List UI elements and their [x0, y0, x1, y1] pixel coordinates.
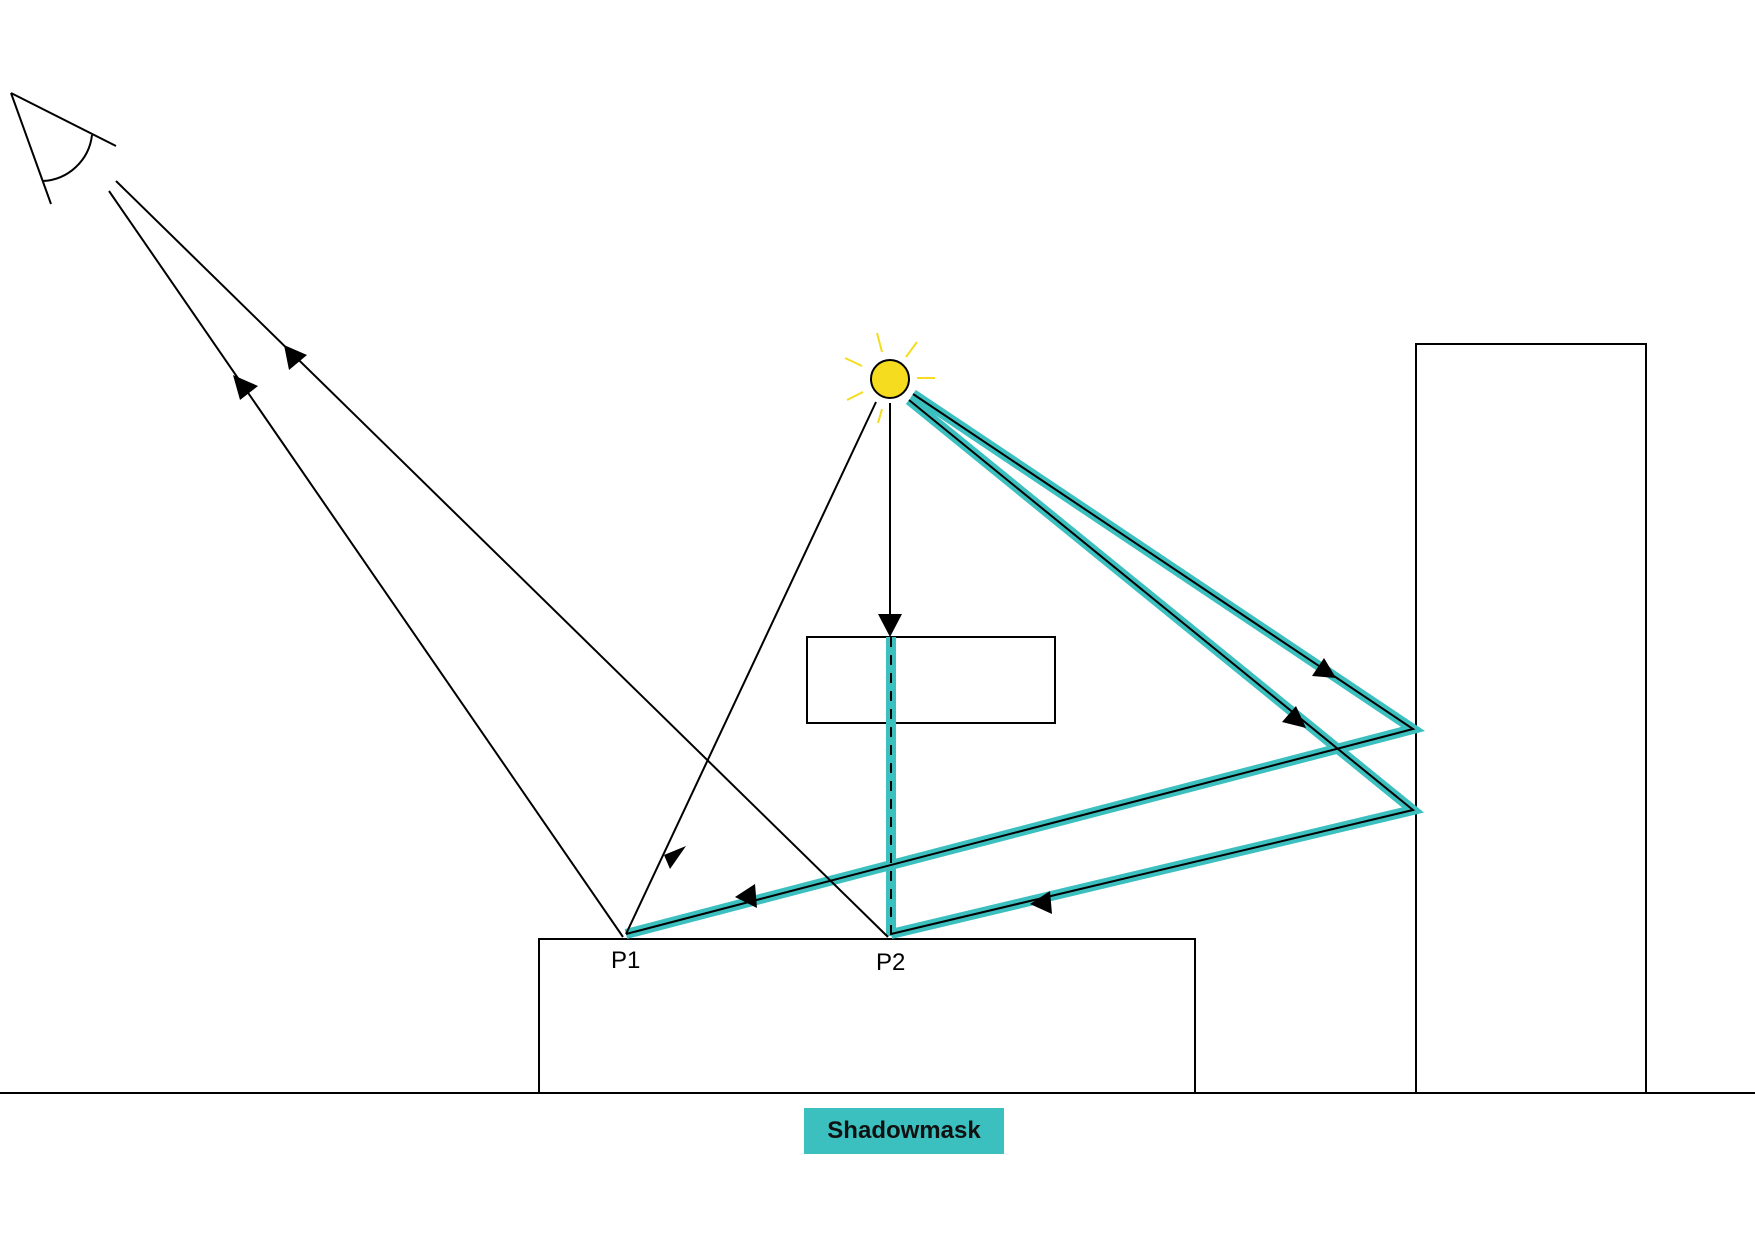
view-rays	[108, 180, 889, 938]
base-box	[538, 938, 1196, 1094]
shadowmask-legend: Shadowmask	[804, 1108, 1004, 1154]
shadowmask-highlight	[624, 389, 1426, 939]
bounced-rays	[625, 393, 1416, 936]
arrow-icon	[664, 846, 686, 869]
sun-icon	[844, 332, 935, 424]
arrow-icon	[1282, 706, 1306, 728]
eye-icon	[10, 92, 117, 205]
building	[1415, 343, 1647, 1094]
direct-rays	[625, 401, 891, 935]
arrow-icon	[735, 884, 757, 908]
p2-label: P2	[876, 949, 905, 976]
arrow-icon	[1030, 891, 1052, 914]
arrow-icon	[284, 345, 307, 370]
p1-label: P1	[611, 947, 640, 974]
arrow-icon	[878, 614, 902, 637]
arrow-icon	[233, 375, 258, 400]
ray-arrows	[735, 658, 1336, 914]
occluder-box	[806, 636, 1056, 724]
arrow-icon	[1312, 658, 1336, 678]
legend-label: Shadowmask	[827, 1117, 981, 1144]
